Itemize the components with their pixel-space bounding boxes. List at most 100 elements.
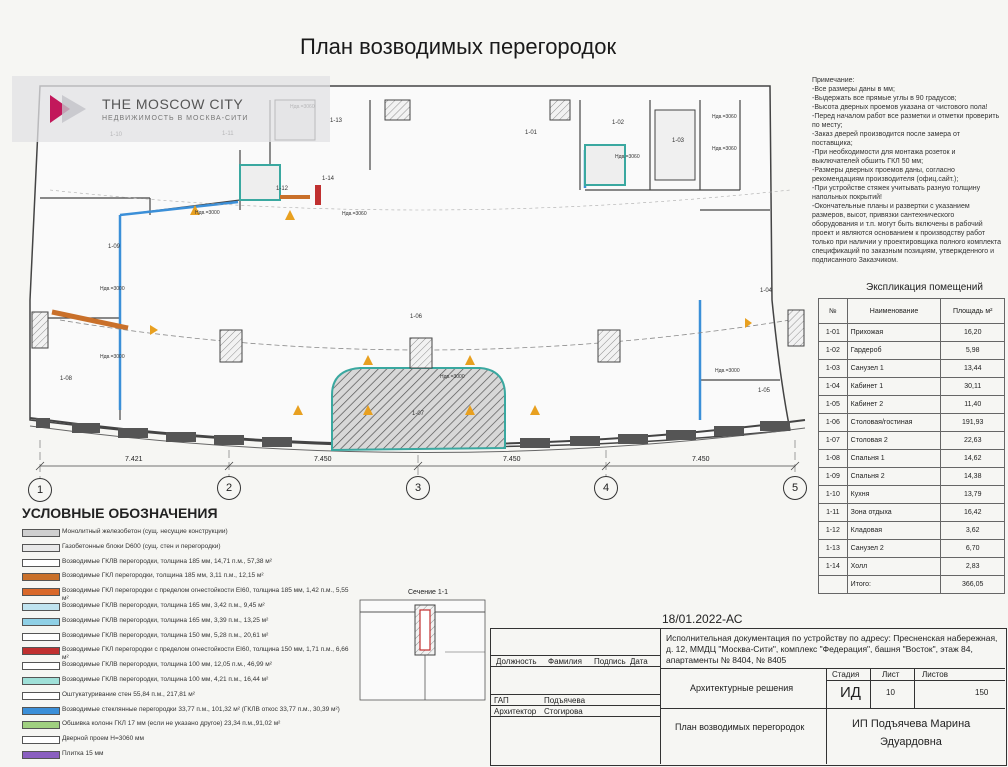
svg-text:1-06: 1-06 — [410, 314, 423, 320]
col-header: Фамилия — [548, 657, 582, 666]
date-code: 18/01.2022-АС — [662, 612, 743, 626]
sheet-name: План возводимых перегородок — [675, 722, 805, 732]
col-header: Дата — [630, 657, 648, 666]
company-line-1: ИП Подъячева Марина — [852, 718, 971, 730]
orange-partition — [51, 309, 129, 331]
legend-swatch — [22, 573, 60, 582]
table-total-row: Итого:366,05 — [818, 575, 1005, 594]
legend-text: Возводимые ГКЛ перегородки, толщина 185 … — [62, 572, 264, 580]
stage-header: Лист — [882, 670, 900, 679]
stage-header: Листов — [922, 670, 948, 679]
col-header: Должность — [496, 657, 537, 666]
legend-text: Возводимые ГКЛВ перегородки, толщина 165… — [62, 616, 269, 624]
svg-text:1-07: 1-07 — [412, 411, 425, 417]
notes-block: Примечание: -Все размеры даны в мм; -Выд… — [812, 76, 1002, 265]
dimension-label: 7.450 — [692, 456, 710, 463]
legend-text: Оштукатуривание стен 55,84 п.м., 217,81 … — [62, 690, 195, 698]
axis-label: 5 — [783, 476, 807, 500]
column — [409, 337, 433, 369]
facade-columns — [36, 418, 790, 448]
legend-title: УСЛОВНЫЕ ОБОЗНАЧЕНИЯ — [22, 505, 218, 521]
svg-text:Hдв.=3060: Hдв.=3060 — [342, 211, 367, 217]
legend-swatch — [22, 736, 60, 745]
legend-text: Возводимые ГКЛВ перегородки, толщина 100… — [62, 676, 269, 683]
table-header: № — [818, 298, 848, 324]
legend-text: Возводимые ГКЛВ перегородки, толщина 150… — [62, 631, 269, 639]
svg-text:1-01: 1-01 — [525, 130, 538, 136]
svg-text:1-03: 1-03 — [672, 138, 685, 144]
page-title: План возводимых перегородок — [300, 34, 617, 59]
legend-text: Возводимые ГКЛВ перегородки, толщина 185… — [62, 557, 272, 565]
legend-text: Возводимые ГКЛВ перегородки, толщина 100… — [62, 661, 272, 669]
svg-text:1-12: 1-12 — [276, 186, 289, 192]
legend-swatch — [22, 588, 60, 597]
axis-label: 4 — [594, 476, 618, 500]
legend-text: Возводимые ГКЛ перегородки с пределом ог… — [62, 587, 349, 603]
svg-text:1-08: 1-08 — [60, 376, 73, 382]
table-header: Наименование — [846, 298, 942, 324]
table-header: Площадь м² — [940, 298, 1005, 324]
note-line: -Все размеры даны в мм; — [812, 86, 895, 93]
axis-label: 1 — [28, 478, 52, 502]
note-line: -Окончательные планы и развертки с указа… — [812, 203, 1002, 264]
svg-text:Hдв.=3000: Hдв.=3000 — [195, 210, 220, 216]
note-line: Примечание: — [812, 77, 855, 84]
room-1-07-core — [331, 367, 506, 452]
legend-text: Возводимые стеклянные перегородки 33,77 … — [62, 705, 340, 713]
axis-label: 3 — [406, 476, 430, 500]
legend-text: Монолитный железобетон (сущ. несущие кон… — [62, 528, 228, 535]
column — [597, 329, 621, 363]
column — [31, 311, 49, 349]
section-sketch — [359, 599, 486, 701]
col-header: Подпись — [594, 657, 626, 666]
name-cell: Подъячева — [544, 696, 586, 705]
legend-text: Плитка 15 мм — [62, 750, 104, 757]
svg-text:1-02: 1-02 — [612, 120, 625, 126]
svg-text:1-13: 1-13 — [330, 118, 343, 124]
legend-swatch — [22, 603, 60, 611]
legend-swatch — [22, 558, 60, 567]
sheet-total: 150 — [975, 688, 989, 697]
role-cell: Архитектор — [494, 707, 537, 716]
note-line: -При необходимости для монтажа розеток и… — [812, 149, 956, 165]
stage-value: ИД — [840, 684, 861, 701]
legend-swatch — [22, 632, 60, 641]
role-cell: ГАП — [494, 696, 509, 705]
sheet-number: 10 — [886, 688, 895, 697]
note-line: -При устройстве стяжек учитывать разную … — [812, 185, 981, 201]
note-line: -Высота дверных проемов указана от чисто… — [812, 104, 988, 111]
note-line: -Перед началом работ все разметки и отме… — [812, 113, 1000, 129]
note-line: -Выдержать все прямые углы в 90 градусов… — [812, 95, 957, 102]
dimension-label: 7.450 — [314, 456, 332, 463]
svg-text:Hдв.=3000: Hдв.=3000 — [100, 286, 125, 292]
svg-text:1-09: 1-09 — [108, 244, 121, 250]
legend-text: Дверной проем H=3060 мм — [62, 735, 144, 743]
legend-swatch — [22, 529, 60, 537]
legend-swatch — [22, 662, 60, 671]
legend-text: Газобетонные блоки D600 (сущ. стен и пер… — [62, 542, 221, 550]
svg-text:Hдв.=3000: Hдв.=3000 — [440, 374, 465, 380]
svg-text:Hдв.=3060: Hдв.=3060 — [712, 146, 737, 152]
svg-text:Hдв.=3060: Hдв.=3060 — [615, 154, 640, 160]
dimension-label: 7.450 — [503, 456, 521, 463]
svg-text:Hдв.=3060: Hдв.=3060 — [712, 114, 737, 120]
legend-swatch — [22, 647, 60, 656]
svg-text:1-14: 1-14 — [322, 176, 335, 182]
legend-swatch — [22, 751, 60, 759]
legend-swatch — [22, 543, 60, 552]
watermark-name: THE MOSCOW CITY — [102, 96, 244, 112]
watermark: THE MOSCOW CITY НЕДВИЖИМОСТЬ В МОСКВА-СИ… — [12, 76, 330, 142]
